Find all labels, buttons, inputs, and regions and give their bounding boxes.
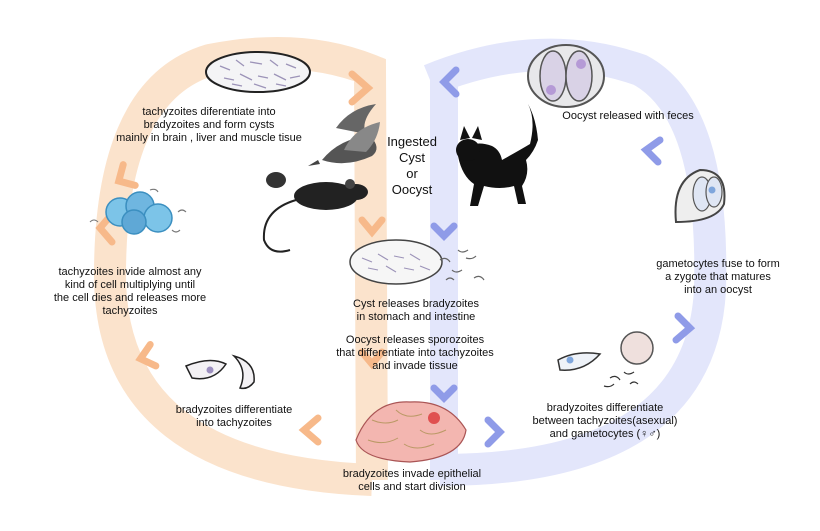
gametocytes-illustration <box>557 331 654 388</box>
rat-illustration <box>262 172 368 253</box>
chevron-orange <box>348 70 374 106</box>
chevron-blue <box>430 384 458 403</box>
label-ingested: Ingested Cyst or Oocyst <box>387 134 437 197</box>
label-bradyzoites-to-tachyzoites: bradyzoites differentiate into tachyzoit… <box>175 404 293 429</box>
infected-cells-illustration <box>89 188 187 235</box>
label-oocyst-released: Oocyst released with feces <box>562 110 694 122</box>
chevron-orange <box>358 216 386 238</box>
label-tachyzoites-invade: tachyzoites invide almost any kind of ce… <box>53 266 207 317</box>
label-oocyst-sporozoites: Oocyst releases sporozoites that differe… <box>336 334 494 372</box>
chevron-blue <box>430 222 458 241</box>
chevron-blue <box>640 136 664 166</box>
chevron-orange <box>298 414 322 446</box>
chevron-orange <box>135 341 160 370</box>
oocyst-illustration <box>527 44 605 108</box>
label-tachyzoites-to-bradyzoites: tachyzoites diferentiate into bradyzoite… <box>116 106 302 144</box>
chevron-orange <box>114 161 139 189</box>
label-cyst-releases: Cyst releases bradyzoites in stomach and… <box>353 298 479 323</box>
label-gametocytes-fuse: gametocytes fuse to form a zygote that m… <box>656 258 780 296</box>
chevron-blue <box>484 416 505 448</box>
label-bradyzoites-invade: bradyzoites invade epithelial cells and … <box>342 468 482 493</box>
chevron-orange <box>358 348 386 370</box>
bradyzoites-illustration <box>184 354 255 390</box>
sporulated-oocyst-illustration <box>674 168 726 224</box>
chevron-blue <box>672 312 696 344</box>
chevron-blue <box>439 66 460 98</box>
label-bradyzoites-differentiate: bradyzoites differentiate between tachyz… <box>532 402 678 440</box>
cat-illustration <box>456 104 538 206</box>
bird-illustration <box>308 104 380 166</box>
tissue-cyst-illustration <box>205 51 311 93</box>
right-direction-chevrons <box>430 66 696 448</box>
gut-cyst-illustration <box>349 239 485 285</box>
epithelial-cells-illustration <box>355 401 467 463</box>
